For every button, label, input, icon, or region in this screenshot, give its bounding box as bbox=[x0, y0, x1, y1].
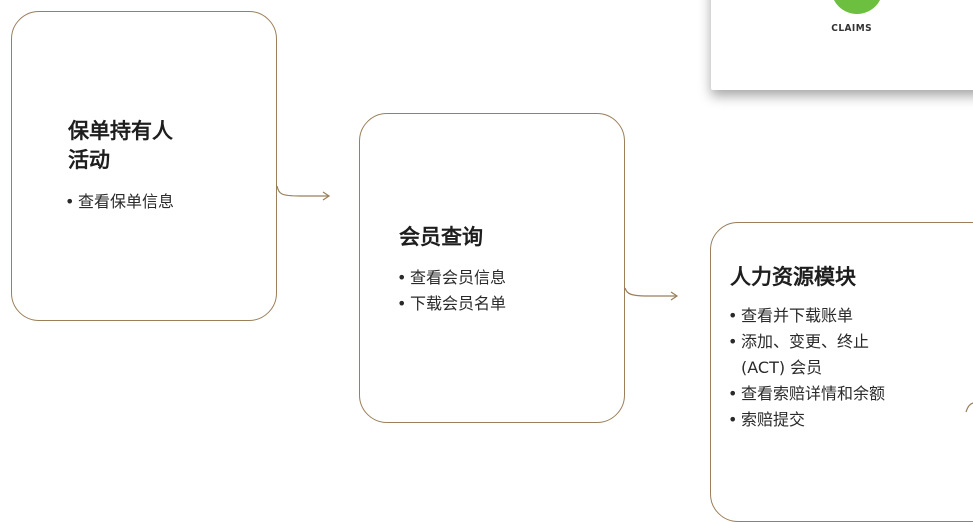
list-item: 查看并下载账单 bbox=[728, 303, 885, 329]
arrow-2-to-3 bbox=[624, 287, 677, 297]
claims-screenshot-card: CLAIMS bbox=[711, 0, 973, 90]
member-query-list: 查看会员信息 下载会员名单 bbox=[397, 265, 506, 317]
policyholder-box: 保单持有人 活动 查看保单信息 bbox=[11, 11, 277, 321]
leaf-logo-icon bbox=[831, 0, 883, 14]
hr-module-title: 人力资源模块 bbox=[730, 265, 856, 289]
arrowhead-2 bbox=[670, 291, 679, 301]
list-item: 下载会员名单 bbox=[397, 291, 506, 317]
policyholder-title: 保单持有人 活动 bbox=[68, 117, 258, 175]
member-query-box: 会员查询 查看会员信息 下载会员名单 bbox=[359, 113, 625, 423]
arrow-1-to-2 bbox=[276, 185, 329, 197]
list-item-continuation: (ACT) 会员 bbox=[741, 358, 823, 377]
hr-module-list: 查看并下载账单 添加、变更、终止 (ACT) 会员 查看索赔详情和余额 索赔提交 bbox=[728, 303, 885, 433]
list-item: 查看索赔详情和余额 bbox=[728, 381, 885, 407]
list-item: 查看保单信息 bbox=[65, 189, 174, 215]
list-item: 添加、变更、终止 bbox=[728, 329, 885, 355]
arrowhead-1 bbox=[322, 191, 331, 201]
policyholder-list: 查看保单信息 bbox=[65, 189, 174, 215]
policyholder-title-line-1: 保单持有人 bbox=[68, 119, 173, 143]
claims-label: CLAIMS bbox=[831, 23, 873, 34]
list-item: 查看会员信息 bbox=[397, 265, 506, 291]
list-item: 索赔提交 bbox=[728, 407, 885, 433]
member-query-title: 会员查询 bbox=[399, 225, 483, 249]
policyholder-title-line-2: 活动 bbox=[68, 148, 110, 172]
hr-module-box: 人力资源模块 查看并下载账单 添加、变更、终止 (ACT) 会员 查看索赔详情和… bbox=[710, 222, 973, 522]
